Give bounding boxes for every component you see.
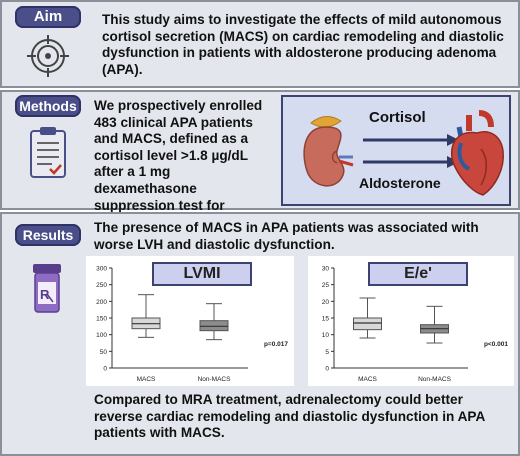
- box-macs: [353, 317, 382, 331]
- y-tick-label: 0: [325, 366, 329, 373]
- y-tick-label: 5: [325, 349, 329, 356]
- cortisol-arrow: [361, 133, 461, 147]
- y-tick-label: 200: [96, 299, 107, 306]
- y-tick-label: 250: [96, 282, 107, 289]
- heart-icon: [447, 109, 507, 199]
- y-tick-label: 50: [100, 349, 108, 356]
- lvmi-chart-title: LVMI: [152, 262, 252, 286]
- p-value-annotation: p<0.001: [484, 341, 508, 348]
- y-tick-label: 0: [103, 366, 107, 373]
- results-panel: Results The presence of MACS in APA pati…: [0, 212, 520, 456]
- aldosterone-label: Aldosterone: [359, 175, 441, 191]
- results-label: Results: [15, 224, 81, 246]
- clipboard-icon: [28, 125, 68, 179]
- x-tick-label: Non-MACS: [418, 376, 452, 383]
- cortisol-label: Cortisol: [369, 109, 426, 126]
- target-icon: [25, 33, 71, 79]
- methods-panel: Methods We prospectively enrolled 483 cl…: [0, 90, 520, 229]
- results-conclusion: Compared to MRA treatment, adrenalectomy…: [94, 392, 485, 441]
- rx-bottle-icon: R: [30, 262, 64, 314]
- x-tick-label: MACS: [137, 376, 156, 383]
- aldosterone-arrow: [361, 155, 461, 169]
- y-tick-label: 300: [96, 266, 107, 273]
- y-tick-label: 100: [96, 332, 107, 339]
- y-tick-label: 10: [322, 332, 330, 339]
- methods-text: We prospectively enrolled 483 clinical A…: [94, 98, 263, 229]
- x-tick-label: Non-MACS: [198, 376, 232, 383]
- y-tick-label: 150: [96, 316, 107, 323]
- aim-text: This study aims to investigate the effec…: [102, 12, 504, 77]
- adrenal-kidney-icon: [297, 113, 355, 191]
- p-value-annotation: p=0.017: [264, 341, 288, 348]
- hormone-diagram: Cortisol Aldosterone: [281, 95, 511, 206]
- x-tick-label: MACS: [358, 376, 377, 383]
- methods-label: Methods: [15, 95, 81, 117]
- ee-chart-title: E/e': [368, 262, 468, 286]
- box-non-macs: [199, 320, 229, 332]
- y-tick-label: 25: [322, 282, 330, 289]
- aim-label: Aim: [15, 6, 81, 28]
- y-tick-label: 15: [322, 316, 330, 323]
- y-tick-label: 30: [322, 266, 330, 273]
- aim-panel: Aim This study aims to investigate the e…: [0, 0, 520, 88]
- svg-text:R: R: [40, 287, 50, 302]
- results-finding: The presence of MACS in APA patients was…: [94, 220, 479, 252]
- y-tick-label: 20: [322, 299, 330, 306]
